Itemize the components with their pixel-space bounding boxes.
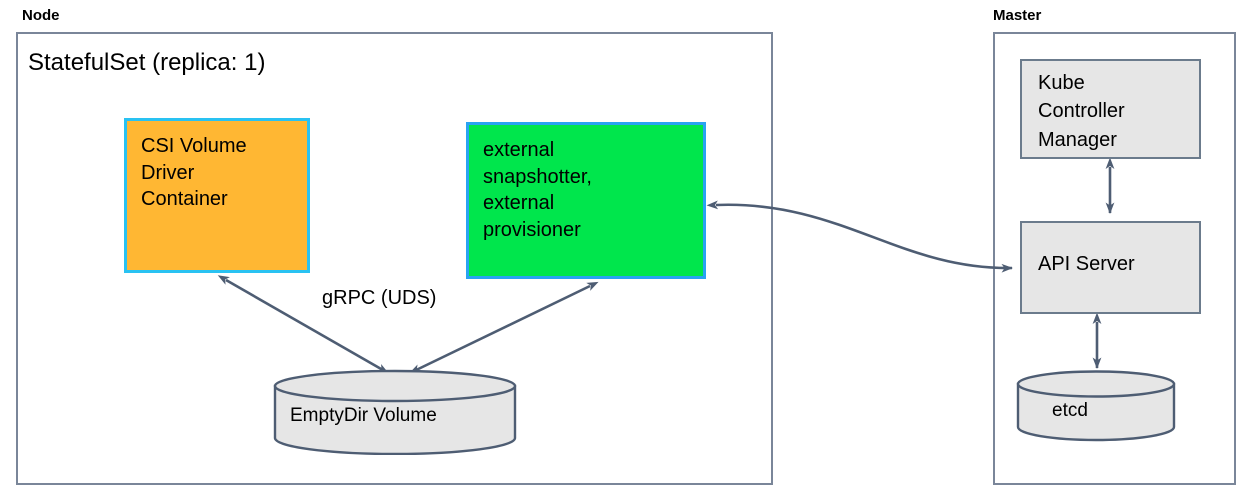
emptydir-volume-cylinder[interactable]: EmptyDir Volume xyxy=(272,369,518,456)
edge-csi-to-emptydir xyxy=(217,275,389,375)
emptydir-volume-label: EmptyDir Volume xyxy=(290,405,437,426)
master-group-label: Master xyxy=(993,7,1042,24)
edge-external-to-emptydir xyxy=(409,281,599,375)
etcd-label: etcd xyxy=(1052,400,1088,421)
api-server-label: API Server xyxy=(1038,253,1135,275)
grpc-uds-label: gRPC (UDS) xyxy=(322,287,437,309)
external-components-label: external snapshotter, external provision… xyxy=(483,139,592,241)
node-group-label: Node xyxy=(22,7,60,24)
csi-volume-driver-container-label: CSI Volume Driver Container xyxy=(141,135,247,211)
kube-controller-manager-box[interactable]: Kube Controller Manager xyxy=(1020,59,1201,159)
api-server-box[interactable]: API Server xyxy=(1020,221,1201,314)
kube-controller-manager-label: Kube Controller Manager xyxy=(1038,72,1125,151)
external-components-box[interactable]: external snapshotter, external provision… xyxy=(466,122,706,279)
statefulset-title: StatefulSet (replica: 1) xyxy=(28,49,266,76)
edge-external-to-api-server xyxy=(706,200,1013,273)
csi-volume-driver-container-box[interactable]: CSI Volume Driver Container xyxy=(124,118,310,273)
cylinder-shape xyxy=(273,369,517,456)
cylinder-shape xyxy=(1016,370,1176,442)
etcd-cylinder[interactable]: etcd xyxy=(1015,370,1177,442)
